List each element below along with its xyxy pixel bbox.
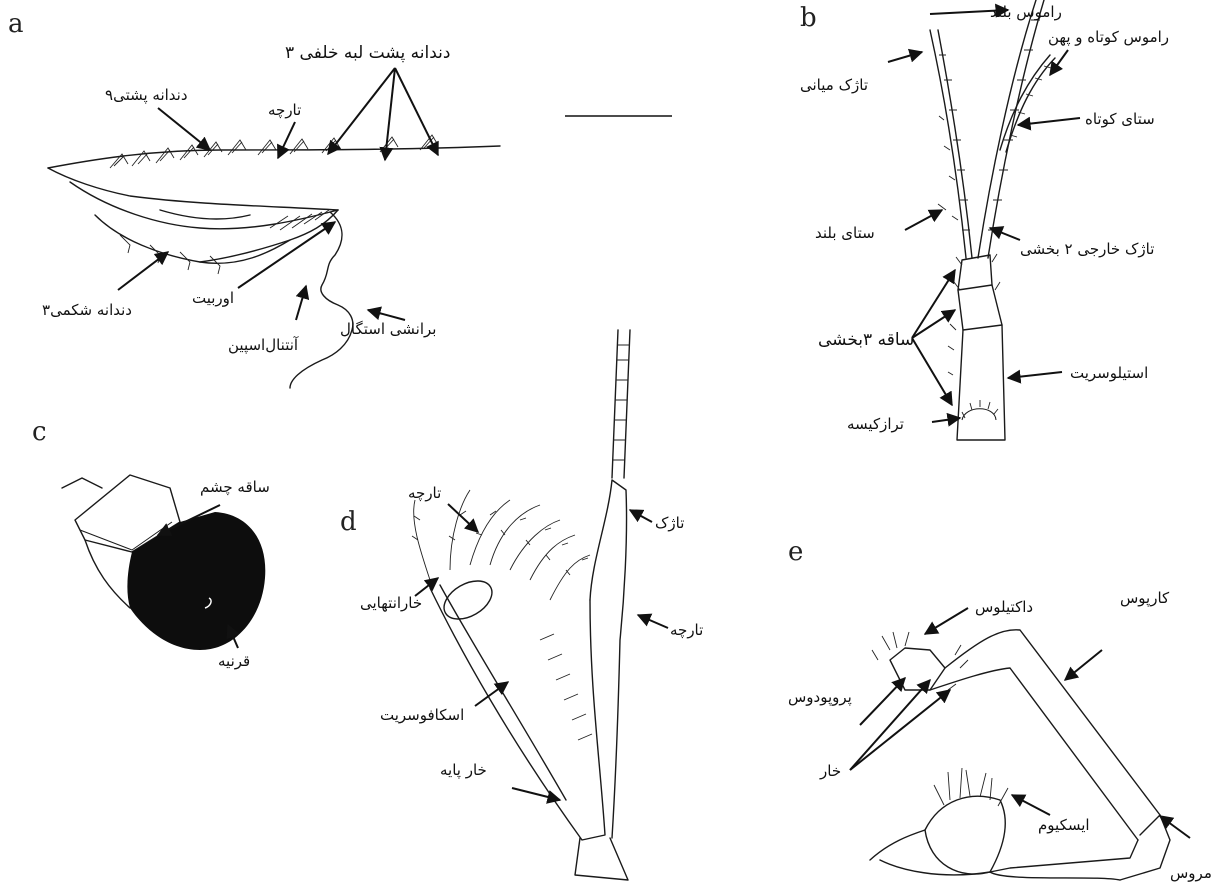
eye-drawing [62, 475, 265, 650]
label-propodus: پروپودوس [788, 688, 852, 707]
label-short-seta: ستای کوتاه [1085, 110, 1155, 128]
arrows-panel-b [888, 10, 1080, 422]
panel-letter-a: a [8, 9, 24, 39]
arrows-panel-e [850, 608, 1190, 838]
label-antennal-spine: آنتنال‌اسپین [228, 336, 299, 355]
panel-d: d تارچه تاژک تارچه خارانتهایی اسکافوسریت… [340, 330, 703, 880]
label-orbit: اوربیت [192, 289, 234, 307]
panel-b: b راموس بلند راموس کوتاه و پهن تاژک میان… [800, 0, 1169, 440]
label-peduncle: ساقه ۳بخشی [818, 330, 914, 350]
panel-letter-b: b [800, 3, 817, 33]
label-eyestalk: ساقه چشم [200, 478, 270, 496]
label-short-wide-ramus: راموس کوتاه و پهن [1048, 28, 1169, 47]
label-scaphocerite: اسکافوسریت [380, 706, 464, 724]
scaphocerite-drawing [412, 330, 630, 880]
label-flagellum: تاژک [655, 514, 684, 532]
arrows-panel-d [415, 504, 668, 800]
label-carpus: کارپوس [1120, 589, 1170, 608]
label-setae-side: تارچه [670, 621, 703, 639]
label-ischium: ایسکیوم [1038, 816, 1090, 834]
label-stylocerite: استیلوسریت [1070, 364, 1148, 382]
pereiopod-drawing [870, 630, 1170, 880]
label-middle-flagellum: تاژک میانی [800, 76, 868, 94]
panel-letter-e: e [788, 537, 803, 567]
label-long-seta: ستای بلند [815, 224, 875, 242]
label-merus: مروس [1170, 864, 1212, 882]
label-spine-e: خار [819, 762, 841, 780]
label-branchiostegal: برانشی استگال [340, 320, 436, 338]
label-long-ramus: راموس بلند [990, 3, 1062, 21]
panel-a: a ۳ دندانه پشت لبه خلفی ۹دندانه پشتی تار… [8, 9, 500, 388]
label-statocyst: ترازکیسه [847, 415, 904, 433]
panel-letter-c: c [32, 417, 47, 447]
label-dorsal-teeth: ۹دندانه پشتی [105, 86, 188, 105]
panel-e: e داکتیلوس کارپوس پروپودوس خار ایسکیوم م… [788, 537, 1212, 882]
label-setae-top: تارچه [408, 484, 441, 502]
label-cornea: قرنیه [218, 652, 250, 670]
label-ventral-teeth: ۳دندانه شکمی [42, 301, 132, 319]
label-dorsal-teeth-rear: ۳ دندانه پشت لبه خلفی [285, 43, 450, 63]
panel-c: c ساقه چشم قرنیه [32, 417, 270, 670]
panel-letter-d: d [340, 507, 357, 537]
label-outer-flagellum: تاژک خارجی ۲ بخشی [1020, 240, 1154, 258]
label-distal-spine: خارانتهایی [360, 594, 422, 612]
label-dactylus: داکتیلوس [975, 598, 1033, 616]
label-basal-spine: خار پایه [440, 761, 487, 780]
label-seta-a: تارچه [268, 101, 301, 119]
